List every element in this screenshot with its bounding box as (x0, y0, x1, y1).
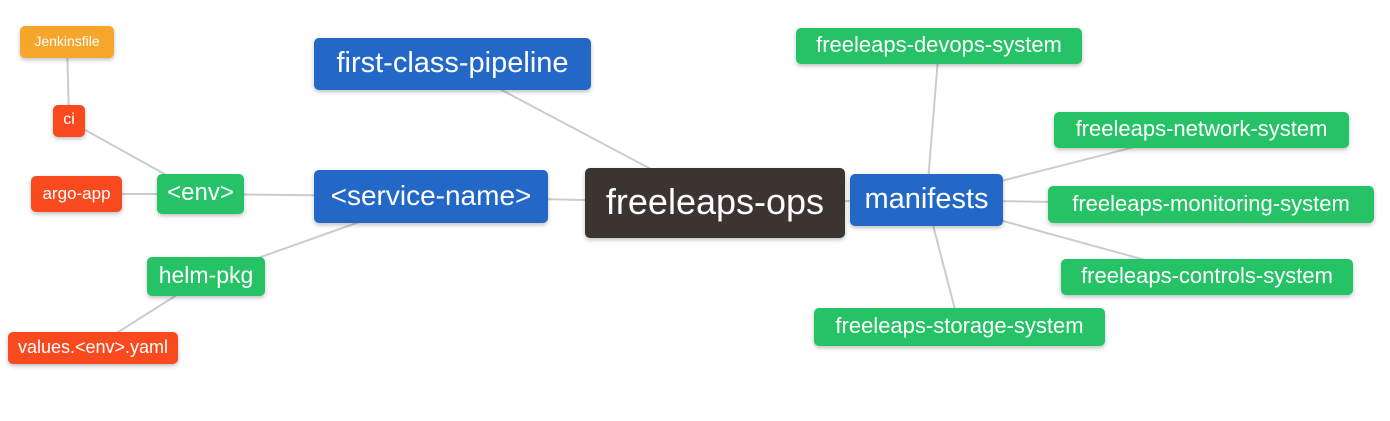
node-freeleaps-ops[interactable]: freeleaps-ops (585, 168, 845, 238)
node-monitoring-system[interactable]: freeleaps-monitoring-system (1048, 186, 1374, 223)
node-values-env-yaml[interactable]: values.<env>.yaml (8, 332, 178, 364)
node-network-system[interactable]: freeleaps-network-system (1054, 112, 1349, 148)
node-env[interactable]: <env> (157, 174, 244, 214)
node-helm-pkg[interactable]: helm-pkg (147, 257, 265, 296)
node-manifests[interactable]: manifests (850, 174, 1003, 226)
node-jenkinsfile[interactable]: Jenkinsfile (20, 26, 114, 58)
node-argo-app[interactable]: argo-app (31, 176, 122, 212)
node-ci[interactable]: ci (53, 105, 85, 137)
node-storage-system[interactable]: freeleaps-storage-system (814, 308, 1105, 346)
node-first-class-pipeline[interactable]: first-class-pipeline (314, 38, 591, 90)
node-controls-system[interactable]: freeleaps-controls-system (1061, 259, 1353, 295)
node-devops-system[interactable]: freeleaps-devops-system (796, 28, 1082, 64)
node-service-name[interactable]: <service-name> (314, 170, 548, 223)
